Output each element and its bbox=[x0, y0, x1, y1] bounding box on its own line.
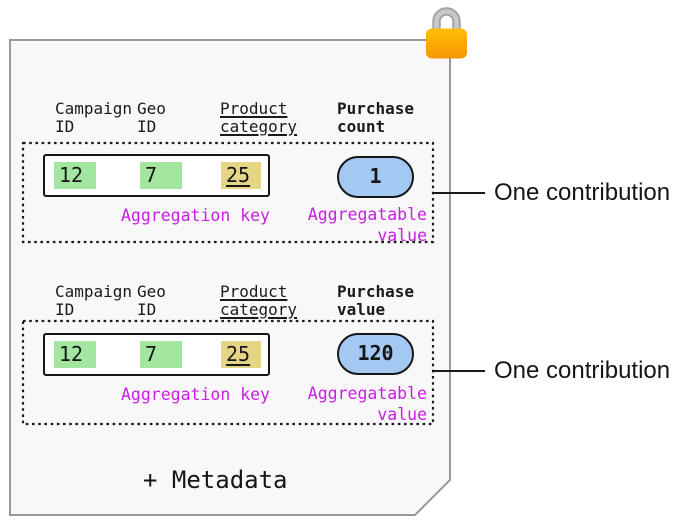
header-purchase-value: Purchase value bbox=[337, 282, 415, 319]
header-geo-id: Geo ID bbox=[137, 282, 166, 319]
lock-body bbox=[426, 28, 467, 59]
aggregatable-value-label: Aggregatable value bbox=[307, 205, 427, 245]
metadata-label: + Metadata bbox=[143, 466, 288, 494]
key-cell-campaign-id: 12 bbox=[54, 161, 96, 189]
aggregatable-value-pill: 1 bbox=[337, 156, 414, 198]
key-cell-product-category: 25 bbox=[221, 161, 261, 189]
header-geo-id: Geo ID bbox=[137, 99, 166, 136]
lock-shackle bbox=[434, 9, 459, 31]
header-product-category: Product category bbox=[220, 282, 298, 319]
key-cell-geo-id: 7 bbox=[140, 161, 182, 189]
aggregation-key-box: 12 7 25 bbox=[43, 333, 270, 376]
key-cell-campaign-id: 12 bbox=[54, 340, 96, 368]
header-product-category: Product category bbox=[220, 99, 298, 136]
aggregatable-value-label: Aggregatable value bbox=[307, 384, 427, 424]
key-cell-geo-id: 7 bbox=[140, 340, 182, 368]
contribution-box-2 bbox=[21, 319, 435, 426]
aggregatable-value-pill: 120 bbox=[337, 333, 414, 375]
header-campaign-id: Campaign ID bbox=[55, 282, 133, 319]
aggregation-key-label: Aggregation key bbox=[120, 385, 270, 404]
header-purchase-count: Purchase count bbox=[337, 99, 415, 136]
key-cell-product-category: 25 bbox=[221, 340, 261, 368]
aggregation-key-label: Aggregation key bbox=[120, 206, 270, 225]
one-contribution-label: One contribution bbox=[494, 357, 671, 384]
lock-icon bbox=[426, 7, 467, 59]
one-contribution-label: One contribution bbox=[494, 179, 671, 206]
header-campaign-id: Campaign ID bbox=[55, 99, 133, 136]
aggregation-key-box: 12 7 25 bbox=[43, 154, 270, 197]
